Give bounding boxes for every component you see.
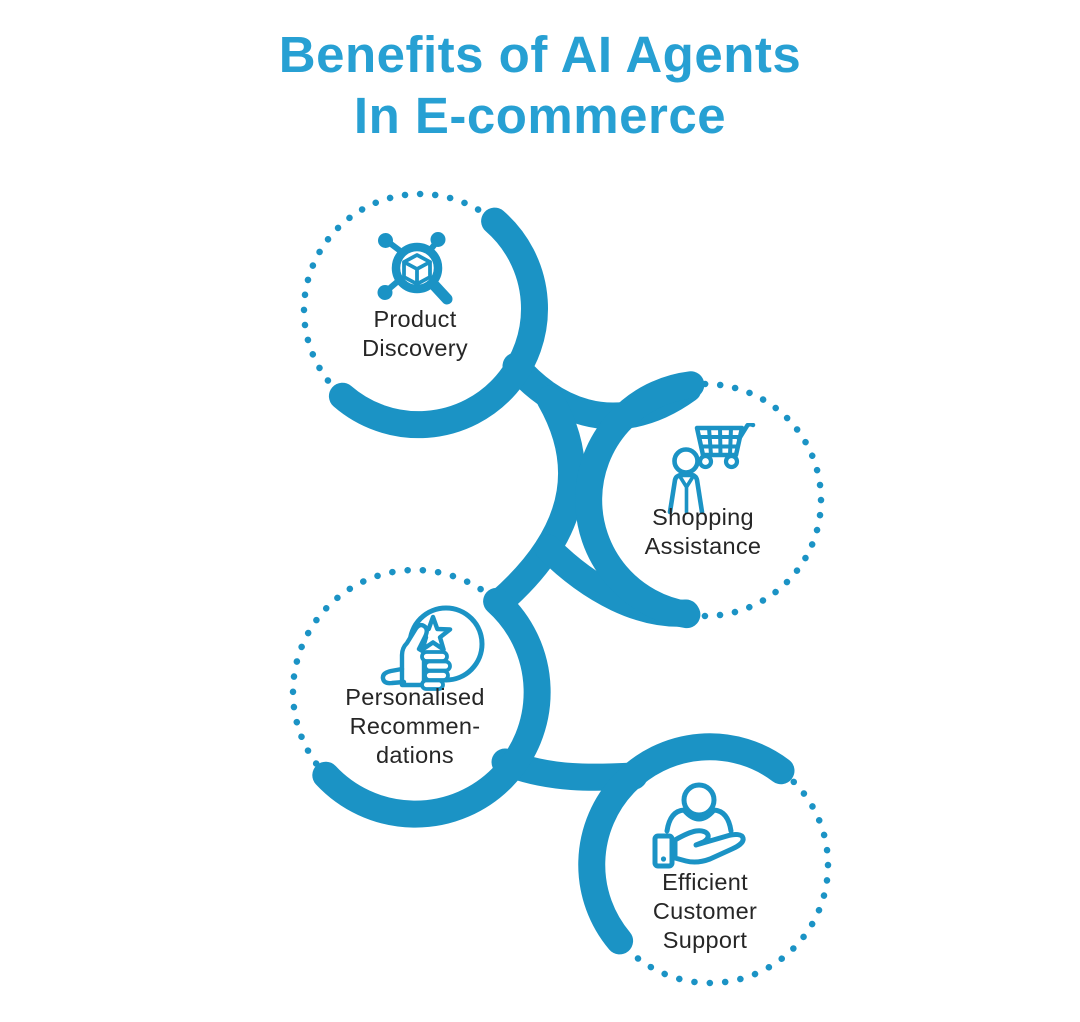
arc-product-discovery <box>328 207 548 439</box>
magnifier-handle <box>429 280 453 305</box>
network-node-ne <box>430 232 446 247</box>
network-stub-sw <box>387 279 400 291</box>
title-line-2: In E-commerce <box>353 87 727 144</box>
label-product-discovery: Product Discovery <box>290 305 540 363</box>
network-stub-nw <box>388 241 402 253</box>
hand-holding-person-icon <box>652 782 746 869</box>
spine-node1-node3 <box>486 385 585 616</box>
person-shopping-cart-icon <box>667 423 756 515</box>
label-line: Shopping <box>652 504 754 530</box>
arc-personalised-recommendations <box>312 587 551 828</box>
wrist-curve <box>380 666 407 686</box>
cart-basket-grid <box>697 426 742 457</box>
label-line: dations <box>376 742 454 768</box>
cart-wheel-right <box>723 453 740 470</box>
label-line: Assistance <box>644 533 762 559</box>
cube-glyph <box>402 253 432 286</box>
customer-head <box>681 782 717 818</box>
title-line-1: Benefits of AI Agents <box>278 26 802 83</box>
solid-chain-arcs <box>312 207 795 955</box>
label-line: Personalised <box>345 684 485 710</box>
label-shopping-assistance: Shopping Assistance <box>583 503 823 561</box>
arc-shopping-assistance <box>575 371 705 629</box>
thumbs-up-star-badge-icon <box>380 605 485 691</box>
person-collar <box>677 473 696 514</box>
label-personalised-recommendations: Personalised Recommen- dations <box>290 683 540 770</box>
label-line: Efficient <box>662 869 748 895</box>
hand-cuff <box>652 833 675 869</box>
person-body <box>667 472 705 515</box>
label-line: Support <box>662 927 748 953</box>
network-node-sw <box>377 285 393 300</box>
open-hand-palm <box>672 828 746 865</box>
cuff-button <box>660 856 667 862</box>
page-title: Benefits of AI Agents In E-commerce <box>0 24 1080 146</box>
magnifier-cube-network-icon <box>377 232 453 305</box>
cart-handle <box>736 423 756 442</box>
cart-wheel-left <box>697 453 714 470</box>
network-node-nw <box>378 233 393 248</box>
magnifier-lens <box>391 242 443 294</box>
finger-segment-4 <box>420 678 445 691</box>
label-line: Product <box>373 306 457 332</box>
arc-efficient-customer-support <box>578 733 795 955</box>
thumb <box>399 622 429 688</box>
label-line: Recommen- <box>349 713 481 739</box>
label-efficient-customer-support: Efficient Customer Support <box>585 868 825 955</box>
label-line: Discovery <box>362 335 468 361</box>
person-head <box>672 447 700 475</box>
customer-shoulders <box>664 807 734 834</box>
label-line: Customer <box>652 898 758 924</box>
